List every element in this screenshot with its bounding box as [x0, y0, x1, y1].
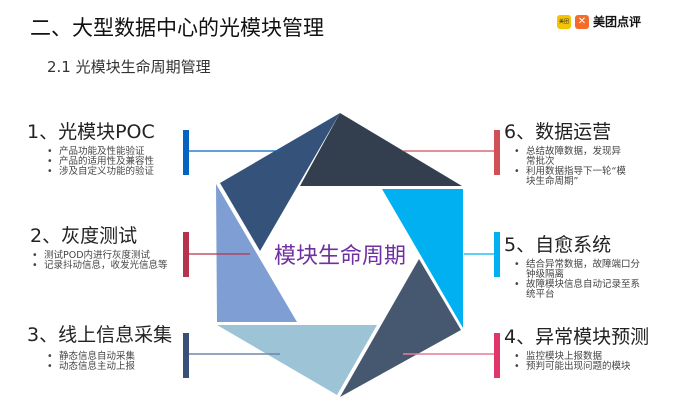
bullet: 利用数据指导下一轮“模块生命周期” [512, 167, 629, 187]
stage-1: 1、光模块POC 产品功能及性能验证产品的适用性及兼容性涉及自定义功能的验证 [27, 120, 187, 177]
segment-self-healing [382, 189, 463, 328]
bullet: 产品功能及性能验证 [45, 147, 187, 158]
bullet: 总结故障数据，发现异常批次 [512, 147, 629, 167]
marker-bar-2 [183, 232, 189, 277]
bullet: 测试POD内进行灰度测试 [30, 251, 180, 262]
stage-2: 2、灰度测试 测试POD内进行灰度测试记录抖动信息，收发光信息等 [30, 224, 180, 271]
segment-online-collection [217, 325, 377, 395]
stage-title: 3、线上信息采集 [27, 324, 173, 346]
stage-title: 1、光模块POC [27, 121, 155, 143]
bullet: 故障模块信息自动记录至系统平台 [512, 280, 644, 300]
segment-anomaly-prediction [340, 259, 461, 397]
stage-title: 4、异常模块预测 [504, 326, 650, 348]
segment-gray-test [216, 184, 297, 322]
stage-6: 6、数据运营 总结故障数据，发现异常批次利用数据指导下一轮“模块生命周期” [504, 120, 629, 187]
dianping-person-icon: ✕ [575, 14, 589, 29]
bullet: 监控模块上报数据 [512, 352, 674, 363]
bullet: 静态信息自动采集 [45, 352, 187, 363]
center-label: 模块生命周期 [274, 244, 406, 269]
stage-title: 5、自愈系统 [504, 234, 612, 256]
bullet: 预判可能出现问题的模块 [512, 362, 674, 373]
marker-bar-5 [494, 232, 500, 277]
meituan-dianping-logo: 美团 ✕ 美团点评 [557, 13, 641, 30]
marker-bar-6 [494, 130, 500, 175]
bullet: 记录抖动信息，收发光信息等 [30, 261, 180, 272]
slide-title: 二、大型数据中心的光模块管理 [30, 16, 324, 40]
stage-title: 2、灰度测试 [30, 225, 138, 247]
meituan-badge-icon: 美团 [557, 14, 571, 29]
slide-subtitle: 2.1 光模块生命周期管理 [47, 58, 211, 76]
bullet: 涉及自定义功能的验证 [45, 167, 187, 178]
logo-text: 美团点评 [593, 15, 642, 29]
segment-data-ops [300, 113, 462, 186]
bullet: 结合异常数据，故障端口分钟级隔离 [512, 260, 644, 280]
segment-poc [220, 113, 340, 251]
stage-4: 4、异常模块预测 监控模块上报数据预判可能出现问题的模块 [504, 325, 674, 372]
marker-bar-4 [494, 333, 500, 378]
stage-title: 6、数据运营 [504, 121, 612, 143]
stage-3: 3、线上信息采集 静态信息自动采集动态信息主动上报 [27, 323, 187, 372]
bullet: 产品的适用性及兼容性 [45, 157, 187, 168]
stage-5: 5、自愈系统 结合异常数据，故障端口分钟级隔离故障模块信息自动记录至系统平台 [504, 233, 644, 300]
bullet: 动态信息主动上报 [45, 362, 187, 373]
